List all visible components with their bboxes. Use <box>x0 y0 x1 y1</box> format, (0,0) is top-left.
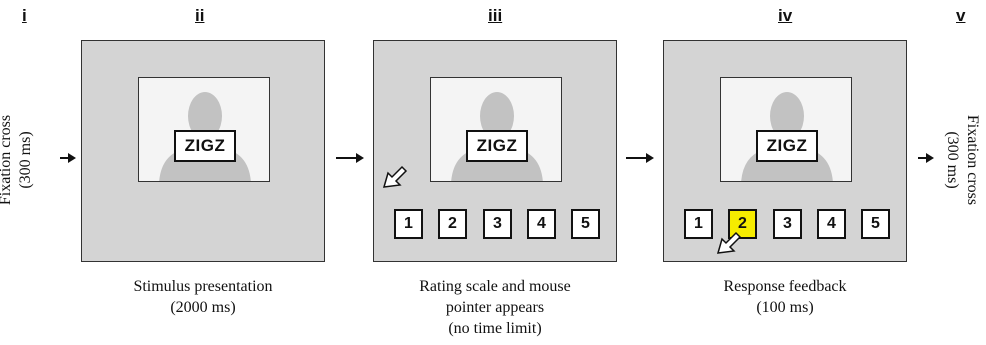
rating-option-4[interactable]: 4 <box>817 209 846 239</box>
rating-option-2-selected[interactable]: 2 <box>728 209 757 239</box>
fixation-cross-right-label: Fixation cross (300 ms) <box>942 100 982 220</box>
stimulus-panel: ZIGZ <box>81 40 325 262</box>
caption-line: Rating scale and mouse <box>419 278 571 295</box>
mouse-pointer-icon <box>716 231 742 254</box>
stimulus-word: ZIGZ <box>466 130 528 162</box>
step-label-iv: iv <box>778 6 793 25</box>
step-label-i: i <box>22 6 27 25</box>
step-label-ii: ii <box>195 6 205 25</box>
rating-scale: 1 2 3 4 5 <box>394 209 600 241</box>
caption-rating: Rating scale and mouse pointer appears (… <box>365 276 625 339</box>
rating-panel: ZIGZ 1 2 3 4 5 <box>373 40 617 262</box>
stimulus-word: ZIGZ <box>174 130 236 162</box>
rating-option-5[interactable]: 5 <box>571 209 600 239</box>
fixation-left-line1: Fixation cross <box>0 114 14 206</box>
step-label-v: v <box>956 6 966 25</box>
face-photo: ZIGZ <box>138 77 270 182</box>
rating-scale: 1 2 3 4 5 <box>684 209 890 241</box>
fixation-left-line2: (300 ms) <box>17 131 34 189</box>
fixation-right-line2: (300 ms) <box>944 131 961 189</box>
mouse-pointer-icon <box>382 165 408 188</box>
caption-line: (no time limit) <box>448 320 542 337</box>
caption-line: (2000 ms) <box>170 299 236 316</box>
rating-option-3[interactable]: 3 <box>773 209 802 239</box>
caption-line: Response feedback <box>723 278 847 295</box>
fixation-cross-left-label: Fixation cross (300 ms) <box>0 100 36 220</box>
face-photo: ZIGZ <box>430 77 562 182</box>
step-label-iii: iii <box>488 6 503 25</box>
rating-option-2[interactable]: 2 <box>438 209 467 239</box>
rating-option-3[interactable]: 3 <box>483 209 512 239</box>
arrow-icon <box>336 153 364 163</box>
rating-option-5[interactable]: 5 <box>861 209 890 239</box>
caption-stimulus: Stimulus presentation (2000 ms) <box>73 276 333 318</box>
arrow-icon <box>60 153 76 163</box>
stimulus-word: ZIGZ <box>756 130 818 162</box>
caption-line: (100 ms) <box>756 299 814 316</box>
face-photo: ZIGZ <box>720 77 852 182</box>
fixation-right-line1: Fixation cross <box>964 114 981 206</box>
caption-line: Stimulus presentation <box>133 278 273 295</box>
caption-feedback: Response feedback (100 ms) <box>655 276 915 318</box>
arrow-icon <box>626 153 654 163</box>
rating-option-1[interactable]: 1 <box>684 209 713 239</box>
feedback-panel: ZIGZ 1 2 3 4 5 <box>663 40 907 262</box>
caption-line: pointer appears <box>445 299 545 316</box>
arrow-icon <box>918 153 934 163</box>
rating-option-4[interactable]: 4 <box>527 209 556 239</box>
rating-option-1[interactable]: 1 <box>394 209 423 239</box>
